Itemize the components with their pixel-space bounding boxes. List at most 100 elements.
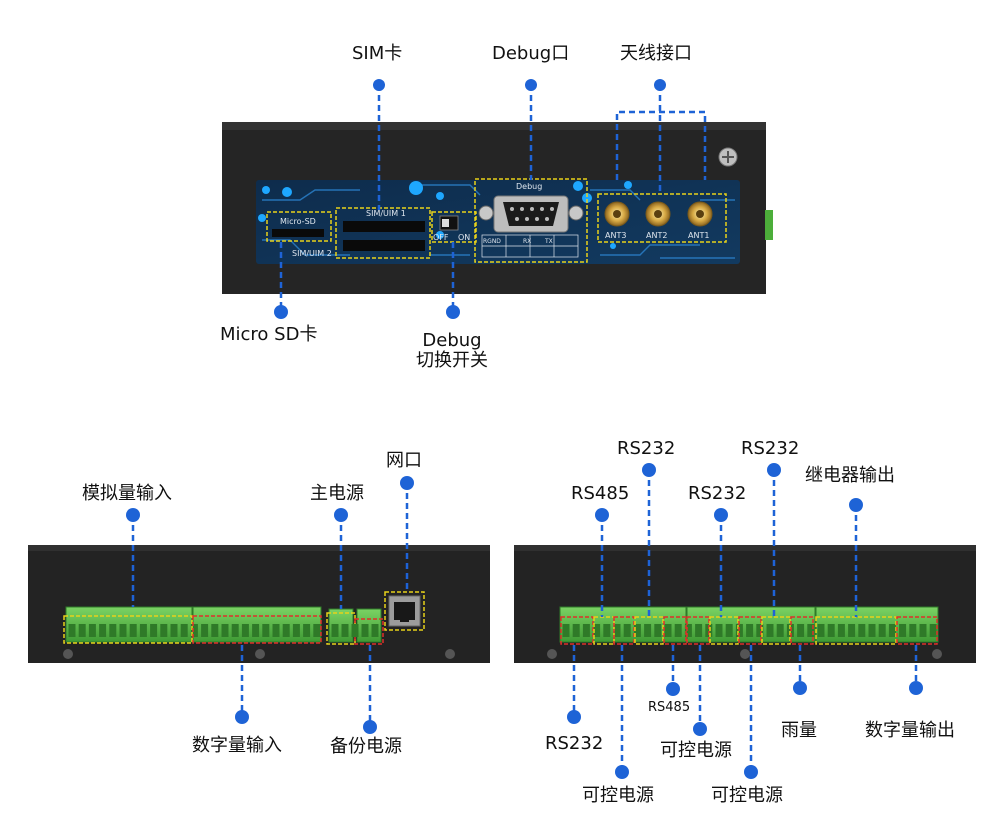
terminal-screw	[313, 624, 321, 637]
terminal-screw	[180, 624, 188, 637]
sim-slot-2	[343, 240, 425, 251]
terminal-screw	[705, 624, 713, 637]
terminal-screw	[654, 624, 662, 637]
terminal-screw	[109, 624, 117, 637]
silk-sim2: SIM/UIM 2	[292, 249, 332, 258]
terminal-screw	[99, 624, 107, 637]
right-device	[514, 545, 976, 663]
antenna-connector-3	[604, 201, 630, 227]
left-device	[28, 545, 490, 663]
terminal-screw	[190, 624, 198, 637]
silk-ant1: ANT1	[688, 231, 709, 240]
label-controllable-power-1: 可控电源	[582, 785, 654, 806]
terminal-screw	[582, 624, 590, 637]
silk-off: OFF	[433, 233, 449, 242]
label-debug-switch-line2: 切换开关	[416, 350, 488, 371]
terminal-screw	[211, 624, 219, 637]
terminal-screw	[766, 624, 774, 637]
terminal-screw	[807, 624, 815, 637]
terminal-screw	[170, 624, 178, 637]
terminal-screw	[282, 624, 290, 637]
terminal-screw	[827, 624, 835, 637]
terminal-screw	[572, 624, 580, 637]
silk-ant3: ANT3	[605, 231, 626, 240]
terminal-screw	[756, 624, 764, 637]
silk-sim1: SIM/UIM 1	[366, 209, 406, 218]
terminal-screw	[562, 624, 570, 637]
terminal-screw	[119, 624, 127, 637]
terminal-screw	[715, 624, 723, 637]
label-analog-input: 模拟量输入	[82, 483, 172, 504]
label-rs485-bottom: RS485	[648, 700, 691, 715]
label-rs232-bottom: RS232	[545, 733, 604, 754]
silk-debug: Debug	[516, 182, 542, 191]
label-rs232-top3: RS232	[741, 438, 800, 459]
screw-icon	[932, 649, 942, 659]
label-rs232-top2: RS232	[688, 483, 747, 504]
silk-micro-sd: Micro-SD	[280, 217, 316, 226]
terminal-screw	[613, 624, 621, 637]
terminal-screw	[746, 624, 754, 637]
terminal-screw	[272, 624, 280, 637]
terminal-screw	[341, 624, 349, 637]
debug-pin-table	[481, 234, 579, 258]
micro-sd-slot	[272, 229, 324, 237]
silk-tx: TX	[544, 238, 553, 245]
label-micro-sd: Micro SD卡	[220, 324, 318, 345]
terminal-screw	[221, 624, 229, 637]
label-main-power: 主电源	[310, 483, 364, 504]
screw-icon	[445, 649, 455, 659]
label-digital-input: 数字量输入	[192, 735, 282, 756]
label-rainfall: 雨量	[781, 720, 817, 741]
terminal-screws	[68, 624, 321, 637]
right-leaders	[572, 470, 918, 770]
screw-icon	[547, 649, 557, 659]
antenna-connector-2	[645, 201, 671, 227]
power-screws	[331, 624, 379, 637]
antenna-connector-1	[687, 201, 713, 227]
digital-input-box	[192, 615, 322, 644]
label-rs485-top: RS485	[571, 483, 630, 504]
terminal-screw	[68, 624, 76, 637]
terminal-block-r3	[815, 606, 939, 643]
terminal-screw	[160, 624, 168, 637]
terminal-screw	[817, 624, 825, 637]
right-leader-dots	[567, 463, 923, 779]
terminal-screw	[201, 624, 209, 637]
terminal-screw	[129, 624, 137, 637]
left-leaders	[131, 483, 409, 725]
terminal-screw	[231, 624, 239, 637]
screw-icon	[740, 649, 750, 659]
terminal-screw	[371, 624, 379, 637]
label-antenna-port: 天线接口	[620, 43, 692, 64]
label-controllable-power-3: 可控电源	[711, 785, 783, 806]
pcb-traces	[262, 184, 735, 259]
label-network-port: 网口	[386, 450, 422, 471]
label-debug-port: Debug口	[492, 43, 570, 64]
terminal-screw	[88, 624, 96, 637]
silk-on: ON	[458, 233, 470, 242]
terminal-screw	[331, 624, 339, 637]
terminal-screw	[919, 624, 927, 637]
terminal-screw	[868, 624, 876, 637]
terminal-screw	[633, 624, 641, 637]
terminal-screw	[603, 624, 611, 637]
screw-icon	[255, 649, 265, 659]
terminal-screw	[929, 624, 937, 637]
terminal-screw	[150, 624, 158, 637]
label-backup-power: 备份电源	[330, 736, 402, 757]
top-device: Micro-SD SIM/UIM 2 SIM/UIM 1 OFF ON Debu…	[222, 122, 773, 294]
screw-icon	[63, 649, 73, 659]
terminal-screw	[644, 624, 652, 637]
label-digital-output: 数字量输出	[865, 720, 955, 741]
terminal-screw	[593, 624, 601, 637]
terminal-screw	[725, 624, 733, 637]
silk-rx: RX	[523, 238, 531, 245]
top-leaders	[279, 85, 707, 312]
terminal-screw	[797, 624, 805, 637]
label-relay-output: 继电器输出	[805, 465, 895, 486]
terminal-screw	[684, 624, 692, 637]
label-rs232-top1: RS232	[617, 438, 676, 459]
terminal-screws	[562, 624, 937, 637]
terminal-screw	[664, 624, 672, 637]
